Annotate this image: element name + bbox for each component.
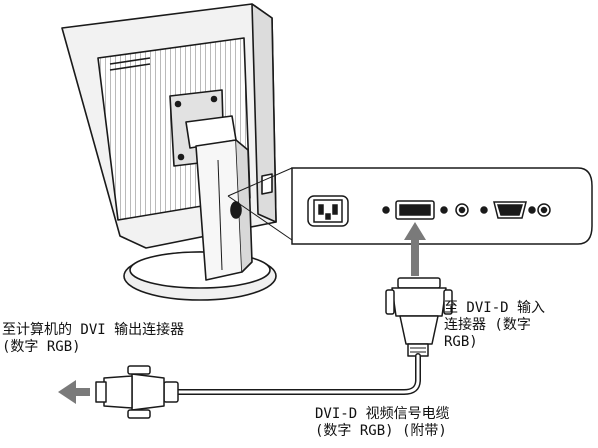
dvi-input-label-line1: 至 DVI-D 输入 [444,300,546,316]
dvi-d-plug-icon [385,277,453,357]
dvi-d-plug-computer-end-icon [95,365,179,419]
ac-in-socket-icon [307,195,349,227]
dvi-input-label-line2: 连接器 (数字 [444,317,531,333]
to-computer-dvi-output-label: 至计算机的 DVI 输出连接器 (数字 RGB) [2,322,184,356]
cable-label-line2: (数字 RGB) (附带) [315,423,447,439]
to-computer-label-line2: (数字 RGB) [2,339,81,355]
dvi-input-label-line3: RGB) [444,334,478,350]
dvi-d-port-icon [382,200,448,220]
to-computer-arrow-icon [58,380,90,404]
to-dvi-d-input-label: 至 DVI-D 输入 连接器 (数字 RGB) [444,300,545,351]
dvi-d-video-cable [173,353,421,395]
cable-label-line1: DVI-D 视频信号电缆 [315,406,450,422]
to-computer-label-line1: 至计算机的 DVI 输出连接器 [2,322,185,338]
insert-direction-arrow-icon [404,222,426,276]
dvi-d-cable-label: DVI-D 视频信号电缆 (数字 RGB) (附带) [315,406,450,440]
monitor-rear-illustration [61,3,277,301]
d-sub-port-icon [480,201,536,219]
rear-connector-panel-zoom [227,167,593,245]
zoom-panel-frame [291,167,593,245]
